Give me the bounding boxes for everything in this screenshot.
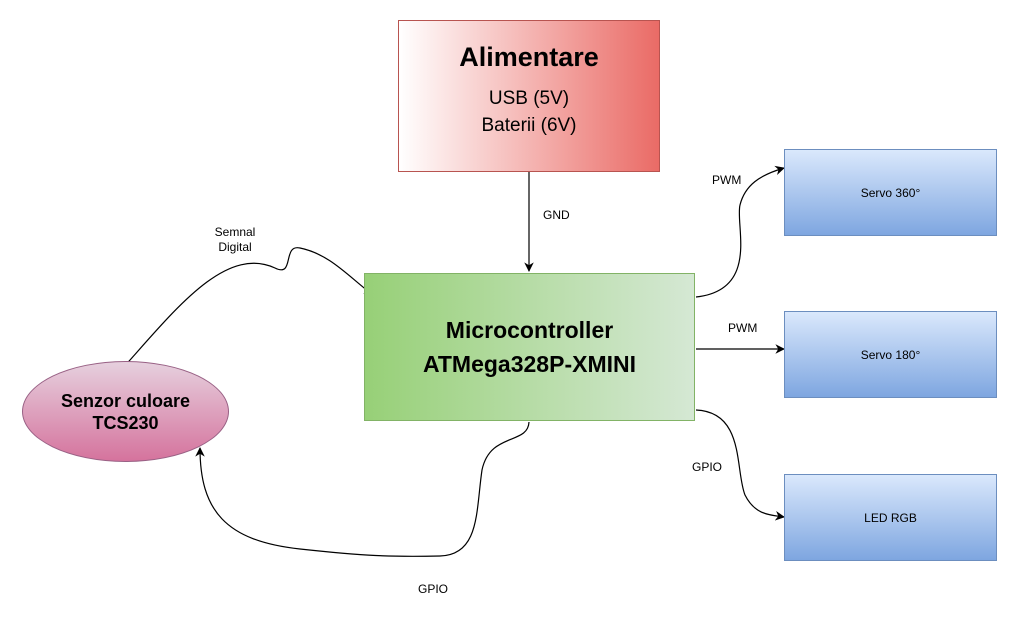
servo-180-block: Servo 180° xyxy=(784,311,997,398)
power-title: Alimentare xyxy=(459,41,599,72)
gnd-edge-label: GND xyxy=(543,208,570,222)
mcu-label-line2: ATMega328P-XMINI xyxy=(422,351,636,377)
pwm-middle-edge-label: PWM xyxy=(728,321,758,335)
led-rgb-block: LED RGB xyxy=(784,474,997,561)
servo-360-label: Servo 360° xyxy=(860,185,921,200)
semnal-digital-wire xyxy=(121,247,374,370)
pwm-servo360-wire xyxy=(695,165,785,298)
servo-180-label: Servo 180° xyxy=(860,347,921,362)
gpio-led-wire xyxy=(695,409,785,521)
gpio-sensor-wire xyxy=(195,421,530,557)
pwm-top-edge-label: PWM xyxy=(712,173,742,187)
gpio-bottom-edge-label: GPIO xyxy=(418,582,449,596)
power-battery-label: Baterii (6V) xyxy=(481,114,577,136)
servo-360-block: Servo 360° xyxy=(784,149,997,236)
semnal-digital-edge-label: Semnal Digital xyxy=(205,225,265,255)
power-supply-block: Alimentare USB (5V) Baterii (6V) xyxy=(398,20,660,172)
sensor-label-line2: TCS230 xyxy=(92,412,159,433)
mcu-label-line1: Microcontroller xyxy=(445,317,614,343)
gpio-right-edge-label: GPIO xyxy=(692,460,723,474)
digital-label: Digital xyxy=(218,240,252,254)
color-sensor-block: Senzor culoare TCS230 xyxy=(22,361,229,462)
led-rgb-label: LED RGB xyxy=(864,510,917,525)
power-usb-label: USB (5V) xyxy=(488,87,570,109)
semnal-label: Semnal xyxy=(214,225,256,239)
microcontroller-block: Microcontroller ATMega328P-XMINI xyxy=(364,273,695,421)
sensor-label-line1: Senzor culoare xyxy=(60,390,191,411)
